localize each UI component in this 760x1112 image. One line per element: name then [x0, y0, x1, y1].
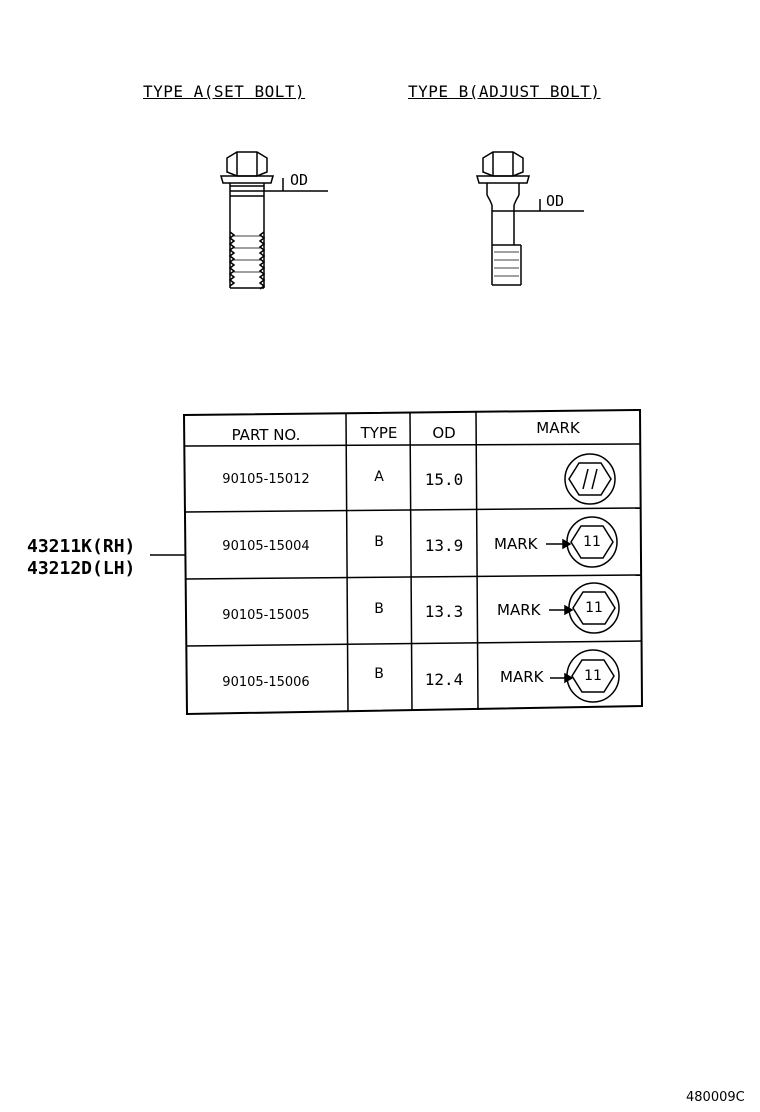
- table-row-2-od: 13.9: [424, 536, 464, 555]
- table-row-3-mark-symbol: 11: [585, 600, 603, 616]
- bolt-head-mark-icon: [564, 453, 616, 505]
- bolt-drawings: [220, 151, 584, 290]
- table-row-4-mark-label: MARK: [500, 668, 544, 686]
- type-b-title: TYPE B(ADJUST BOLT): [408, 82, 601, 101]
- type-a-od-label: OD: [290, 171, 309, 189]
- figure-code: 480009C: [686, 1090, 745, 1105]
- bolt-head-mark-icon: [550, 649, 620, 703]
- table-row-3-part-no: 90105-15005: [222, 608, 310, 623]
- header-type: TYPE: [360, 424, 398, 442]
- type-b-bolt-icon: [476, 151, 584, 286]
- table-row-4-od: 12.4: [424, 670, 464, 689]
- assembly-rh: 43211K(RH): [27, 536, 136, 557]
- table-row-3-type: B: [374, 601, 384, 617]
- table-row-1-part-no: 90105-15012: [222, 472, 310, 487]
- table-row-3-mark-label: MARK: [497, 601, 541, 619]
- bolt-head-mark-icon: [546, 516, 618, 568]
- type-a-title: TYPE A(SET BOLT): [143, 82, 306, 101]
- table-row-1-type: A: [374, 469, 384, 485]
- assembly-lh: 43212D(LH): [27, 558, 136, 579]
- bolt-head-mark-icon: [549, 582, 620, 634]
- table-row-2-part-no: 90105-15004: [222, 539, 310, 554]
- table-row-1-od: 15.0: [424, 470, 464, 489]
- header-part-no: PART NO.: [231, 426, 301, 444]
- type-a-bolt-icon: [220, 151, 328, 290]
- table-row-4-part-no: 90105-15006: [222, 675, 310, 690]
- assembly-leader: [150, 554, 186, 556]
- parts-table-grid: [182, 408, 644, 716]
- mark-symbols: [546, 453, 620, 703]
- table-row-2-mark-symbol: 11: [583, 534, 601, 550]
- table-row-3-od: 13.3: [424, 602, 464, 621]
- table-row-4-mark-symbol: 11: [584, 668, 602, 684]
- type-b-od-label: OD: [546, 192, 565, 210]
- header-od: OD: [432, 424, 456, 442]
- table-row-4-type: B: [374, 666, 384, 682]
- table-row-2-mark-label: MARK: [494, 535, 538, 553]
- header-mark: MARK: [536, 419, 580, 437]
- table-row-2-type: B: [374, 534, 384, 550]
